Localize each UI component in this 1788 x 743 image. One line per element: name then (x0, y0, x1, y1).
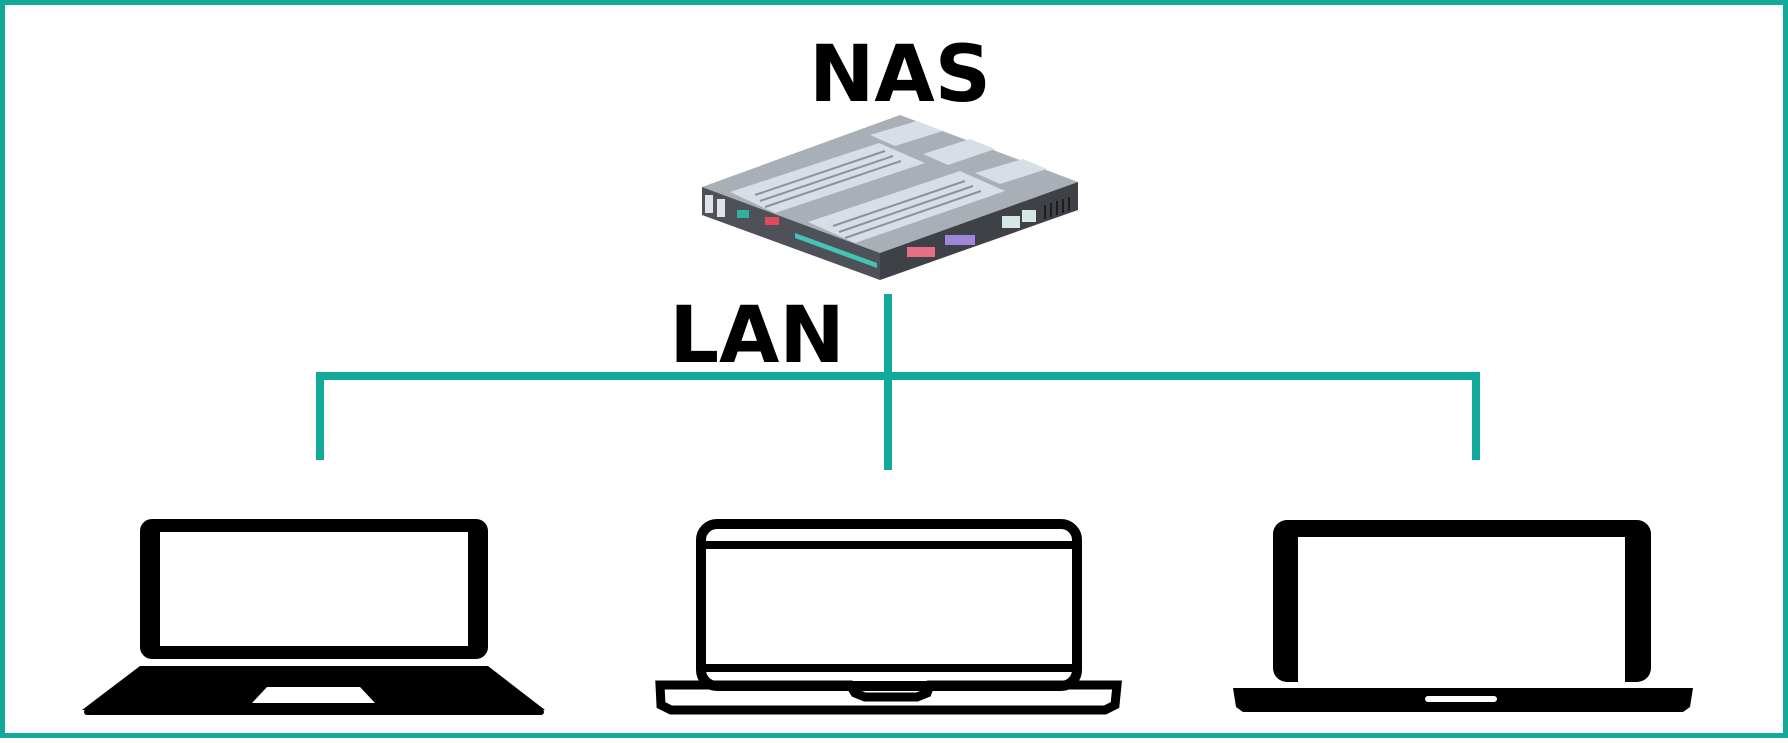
lan-connection-lines (316, 294, 1480, 470)
nas-server-icon (702, 115, 1078, 280)
lan-bus-line (316, 372, 1480, 460)
laptop-icon (655, 519, 1122, 715)
nas-label: NAS (809, 30, 991, 120)
laptop-icon (1233, 520, 1693, 712)
network-diagram: NAS (82, 30, 1693, 715)
laptop-icon (82, 519, 545, 715)
lan-label: LAN (669, 291, 844, 381)
